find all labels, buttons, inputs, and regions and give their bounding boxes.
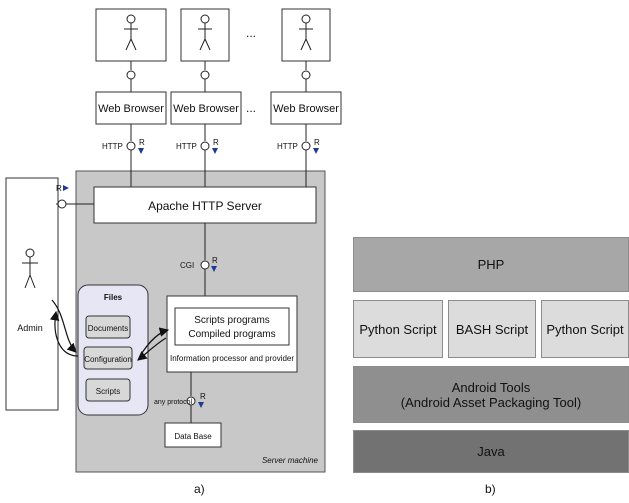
svg-text:Web Browser: Web Browser	[173, 103, 239, 115]
php-layer: PHP	[353, 237, 629, 292]
server-machine-label: Server machine	[262, 456, 319, 465]
svg-text:Web Browser: Web Browser	[98, 103, 164, 115]
files-title: Files	[104, 293, 123, 302]
web-browser-1: Web Browser	[95, 91, 167, 125]
files-documents	[85, 315, 131, 339]
files-configuration	[83, 346, 133, 370]
user-actor-2	[180, 8, 230, 62]
cgi-label: CGI	[180, 261, 194, 270]
svg-text:Information processor and prov: Information processor and provider	[170, 354, 294, 363]
svg-text:Documents: Documents	[88, 324, 128, 333]
apache-http-server: Apache HTTP Server	[93, 186, 317, 224]
svg-text:Compiled programs: Compiled programs	[188, 329, 275, 340]
admin-actor	[22, 248, 38, 289]
bash-script-label: BASH Script	[455, 321, 529, 337]
r-label-cgi: R	[212, 256, 218, 265]
web-browser-3: Web Browser	[270, 91, 342, 125]
android-tools-layer: Android Tools (Android Asset Packaging T…	[353, 366, 629, 423]
user-actor-1	[95, 8, 167, 62]
user-actor-3	[281, 8, 331, 62]
files-scripts	[85, 378, 131, 402]
android-tools-label: Android Tools	[451, 379, 531, 395]
r-arrow-db	[198, 402, 204, 408]
svg-text:Scripts programs: Scripts programs	[194, 315, 270, 326]
http-label-3: HTTP	[277, 142, 298, 151]
caption-b: b)	[485, 482, 496, 496]
svg-text:Web Browser: Web Browser	[273, 103, 339, 115]
svg-text:Apache HTTP Server: Apache HTTP Server	[148, 199, 262, 213]
php-label: PHP	[477, 257, 505, 272]
admin-label: Admin	[17, 323, 43, 333]
ellipsis-middle: ...	[246, 101, 256, 115]
r-label-2: R	[213, 138, 219, 147]
files-group: Files Documents Configuration Scripts	[77, 284, 149, 416]
svg-text:Scripts: Scripts	[96, 387, 120, 396]
database-box: Data Base	[164, 422, 222, 448]
python-script-layer-2: Python Script	[541, 300, 629, 358]
r-label-admin: R	[56, 184, 62, 193]
http-label-1: HTTP	[102, 142, 123, 151]
web-browser-2: Web Browser	[170, 91, 242, 125]
scripts-processor-box: Scripts programs Compiled programs Infor…	[166, 295, 298, 373]
java-layer: Java	[353, 430, 629, 473]
ellipsis-top: ...	[246, 26, 256, 40]
any-protocol-label: any protocol	[154, 399, 193, 406]
http-label-2: HTTP	[176, 142, 197, 151]
r-label-1: R	[139, 138, 145, 147]
bash-script-layer: BASH Script	[448, 300, 536, 358]
r-arrow-cgi	[211, 266, 217, 272]
java-label: Java	[477, 444, 505, 459]
r-label-db: R	[200, 392, 206, 401]
r-arrow-3	[313, 148, 319, 154]
svg-text:Data Base: Data Base	[174, 432, 212, 441]
admin-box	[5, 177, 59, 411]
svg-text:Configuration: Configuration	[84, 355, 132, 364]
android-aapt-label: (Android Asset Packaging Tool)	[400, 394, 582, 410]
r-arrow-admin	[63, 185, 69, 191]
r-arrow-2	[212, 148, 218, 154]
python-script-label-2: Python Script	[546, 321, 624, 337]
python-script-layer-1: Python Script	[353, 300, 443, 358]
python-script-label-1: Python Script	[359, 321, 437, 337]
caption-a: a)	[194, 482, 205, 496]
r-label-3: R	[314, 138, 320, 147]
r-arrow-1	[138, 148, 144, 154]
